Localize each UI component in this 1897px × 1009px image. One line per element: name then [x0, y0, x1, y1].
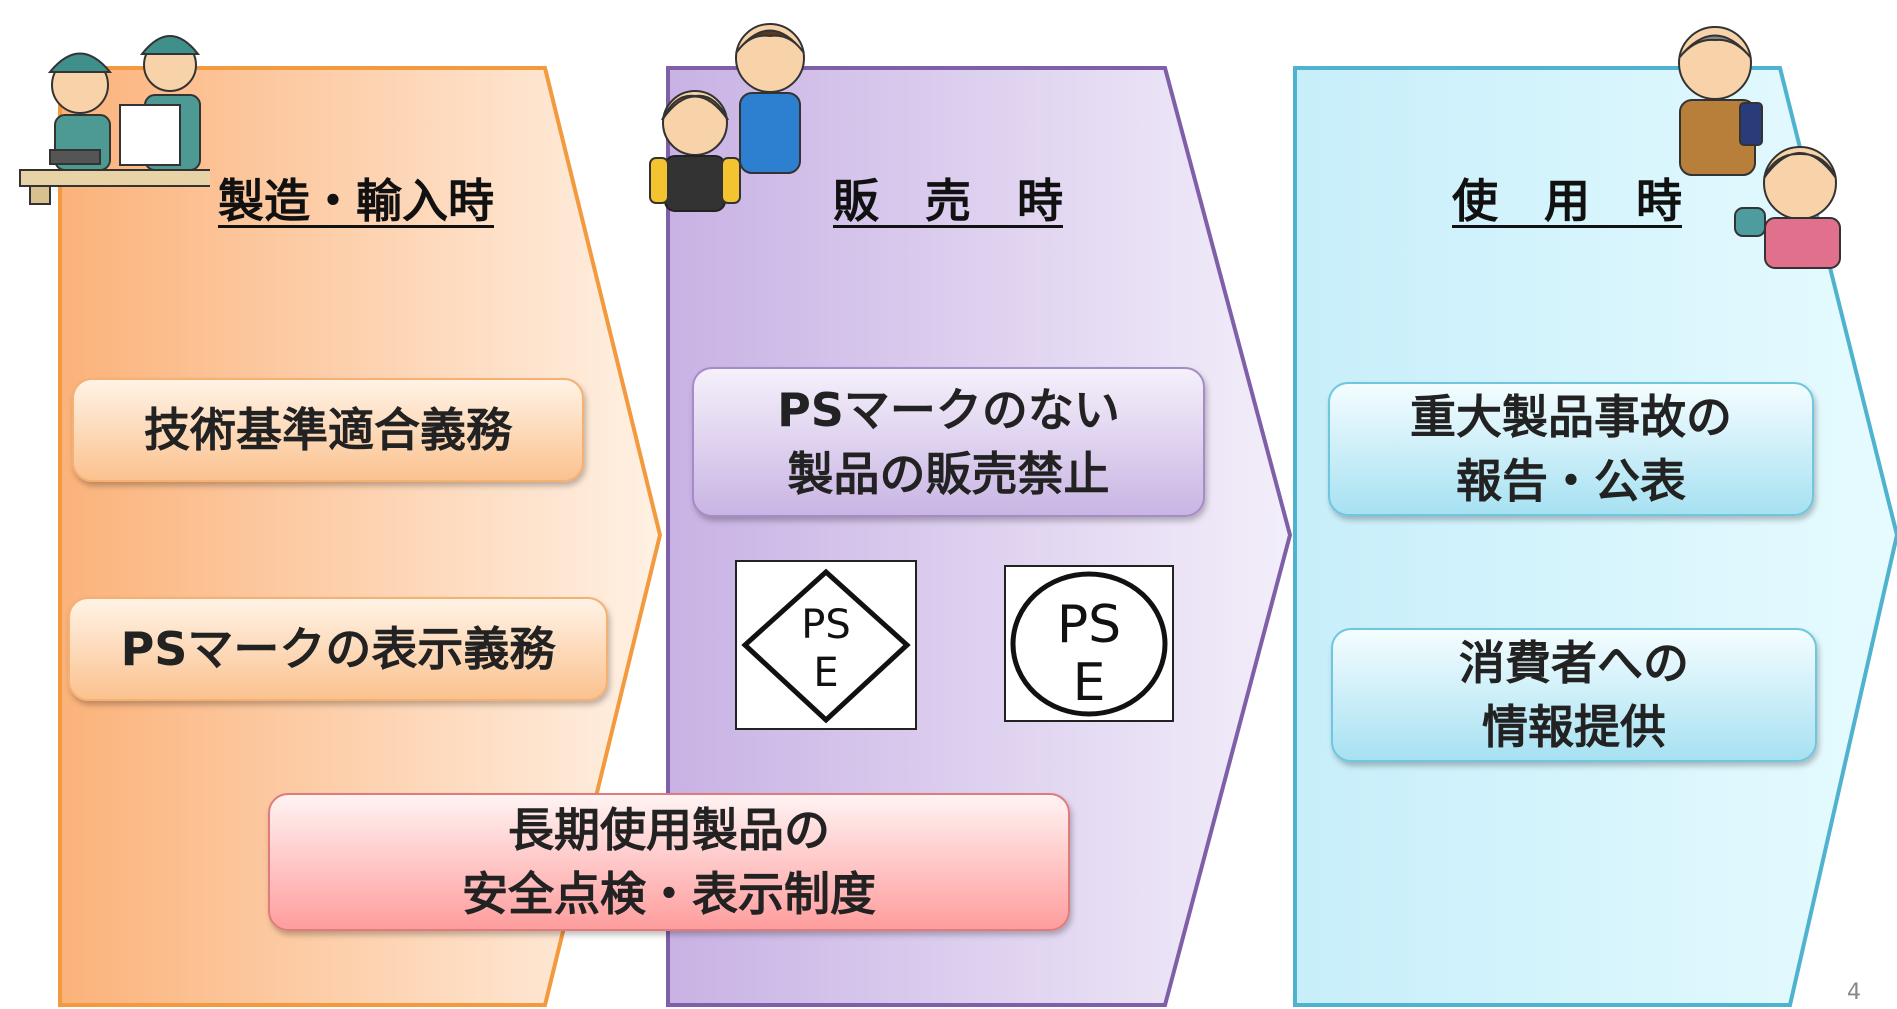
stage-heading-use: 使 用 時 — [1452, 174, 1682, 228]
box-long-term-use-products: 長期使用製品の 安全点検・表示制度 — [268, 793, 1070, 931]
circle-mark-bottom-text: E — [1073, 653, 1106, 713]
factory-workers-illustration — [19, 35, 210, 205]
diamond-mark-top-text: PS — [801, 602, 851, 648]
stage-heading-sale: 販 売 時 — [833, 174, 1063, 228]
consumers-illustration — [1678, 26, 1841, 269]
box-label: 技術基準適合義務 — [144, 403, 512, 457]
shop-staff-illustration — [649, 23, 805, 212]
pse-diamond-mark: PS E — [735, 560, 917, 730]
box-technical-standard-obligation: 技術基準適合義務 — [72, 378, 584, 482]
pse-circle-mark: PS E — [1004, 565, 1174, 722]
box-serious-accident-report: 重大製品事故の 報告・公表 — [1328, 382, 1814, 516]
circle-mark-top-text: PS — [1057, 595, 1121, 655]
stage-heading-manufacture: 製造・輸入時 — [218, 174, 494, 228]
stage-arrow-manufacture — [58, 66, 663, 1007]
circle-pse-icon: PS E — [1010, 571, 1168, 717]
box-label: 重大製品事故の 報告・公表 — [1410, 390, 1732, 508]
box-consumer-information: 消費者への 情報提供 — [1331, 628, 1817, 762]
box-label: 消費者への 情報提供 — [1459, 636, 1689, 754]
box-ps-mark-display-obligation: PSマークの表示義務 — [68, 597, 608, 701]
box-label: PSマークの表示義務 — [120, 622, 556, 676]
diamond-pse-icon: PS E — [741, 568, 911, 724]
page-number: 4 — [1847, 980, 1861, 1005]
box-sale-ban: PSマークのない 製品の販売禁止 — [692, 367, 1205, 517]
box-label: 長期使用製品の 安全点検・表示制度 — [462, 803, 876, 921]
box-label: PSマークのない 製品の販売禁止 — [777, 383, 1120, 501]
diamond-mark-bottom-text: E — [813, 650, 838, 696]
